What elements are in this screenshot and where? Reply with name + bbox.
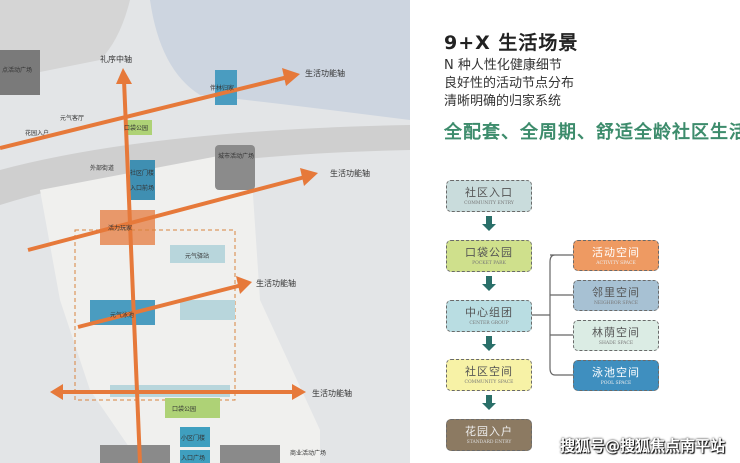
flow-branch: 邻里空间 NEIGHBOR SPACE [573, 280, 659, 311]
zone-label: 活力玩家 [108, 224, 132, 232]
flow-step: 花园入户 STANDARD ENTRY [446, 419, 532, 451]
slogan: 全配套、全周期、舒适全龄社区生活 [444, 122, 740, 143]
flow-step-sublabel: CENTER GROUP [469, 321, 509, 326]
zone-label: 点活动广场 [2, 66, 32, 74]
zone-label: 小区门楼 [181, 434, 205, 442]
zone-label: 城市活动广场 [218, 152, 254, 160]
zone-label: 外部街道 [90, 164, 114, 172]
flow-step-label: 社区空间 [465, 365, 513, 378]
axis-life-label: 生活功能轴 [256, 278, 296, 288]
zone-label: 口袋公园 [124, 124, 148, 132]
site-plan-map: 礼序中轴 生活功能轴 生活功能轴 生活功能轴 生活功能轴 城市活动广场 点活动广… [0, 0, 410, 463]
panel-title: 9+X 生活场景 [444, 32, 579, 54]
axis-life-label: 生活功能轴 [305, 68, 345, 78]
zone-label: 元气驿站 [185, 252, 209, 260]
flow-step-sublabel: COMMUNITY SPACE [464, 380, 514, 385]
zone-label: 社区门楼 [130, 169, 154, 177]
zone-label: 伴林归家 [210, 84, 234, 92]
feature-line: 清晰明确的归家系统 [444, 94, 562, 109]
axis-life-label: 生活功能轴 [330, 168, 370, 178]
external-street-road [0, 125, 410, 205]
zone-label: 元气客厅 [60, 114, 84, 122]
zone-label: 口袋公园 [172, 405, 196, 413]
flow-branch: 泳池空间 POOL SPACE [573, 360, 659, 391]
flow-branch-label: 林荫空间 [592, 326, 640, 339]
branch-connector [532, 254, 573, 376]
axis-life-label: 生活功能轴 [312, 388, 352, 398]
flow-step: 社区入口 COMMUNITY ENTRY [446, 180, 532, 212]
flow-branch: 活动空间 ACTIVITY SPACE [573, 240, 659, 271]
flow-step-sublabel: POCKET PARK [472, 261, 506, 266]
zone-label: 商业活动广场 [290, 449, 326, 457]
flow-branch-sublabel: POOL SPACE [600, 381, 632, 386]
feature-line: 良好性的活动节点分布 [444, 76, 575, 91]
zone-label: 花园入户 [25, 129, 49, 137]
zone-label: 入口广场 [181, 454, 205, 462]
flow-step-label: 社区入口 [465, 186, 513, 199]
flow-step-label: 口袋公园 [465, 246, 513, 259]
flow-step: 中心组团 CENTER GROUP [446, 300, 532, 332]
watermark: 搜狐号@搜狐焦点南平站 [560, 437, 726, 455]
flow-step-label: 中心组团 [465, 306, 513, 319]
axis-main-label: 礼序中轴 [100, 54, 132, 64]
flow-branch-sublabel: SHADE SPACE [598, 341, 634, 346]
axis-arrows [0, 68, 318, 463]
flow-step-label: 花园入户 [465, 425, 513, 438]
flow-branch: 林荫空间 SHADE SPACE [573, 320, 659, 351]
info-panel: 9+X 生活场景 N 种人性化健康细节 良好性的活动节点分布 清晰明确的归家系统… [410, 0, 740, 463]
feature-line: N 种人性化健康细节 [444, 58, 562, 73]
zone-label: 元气泳池 [110, 311, 134, 319]
flow-branch-sublabel: NEIGHBOR SPACE [593, 301, 639, 306]
zone-label: 入口前场 [130, 184, 154, 192]
flow-step: 社区空间 COMMUNITY SPACE [446, 359, 532, 391]
flow-branch-label: 活动空间 [592, 246, 640, 259]
flow-step: 口袋公园 POCKET PARK [446, 240, 532, 272]
flow-step-sublabel: COMMUNITY ENTRY [464, 201, 514, 206]
flow-branch-sublabel: ACTIVITY SPACE [596, 261, 636, 266]
flow-branch-label: 邻里空间 [592, 286, 640, 299]
flow-branch-label: 泳池空间 [592, 366, 640, 379]
flow-step-sublabel: STANDARD ENTRY [466, 440, 512, 445]
